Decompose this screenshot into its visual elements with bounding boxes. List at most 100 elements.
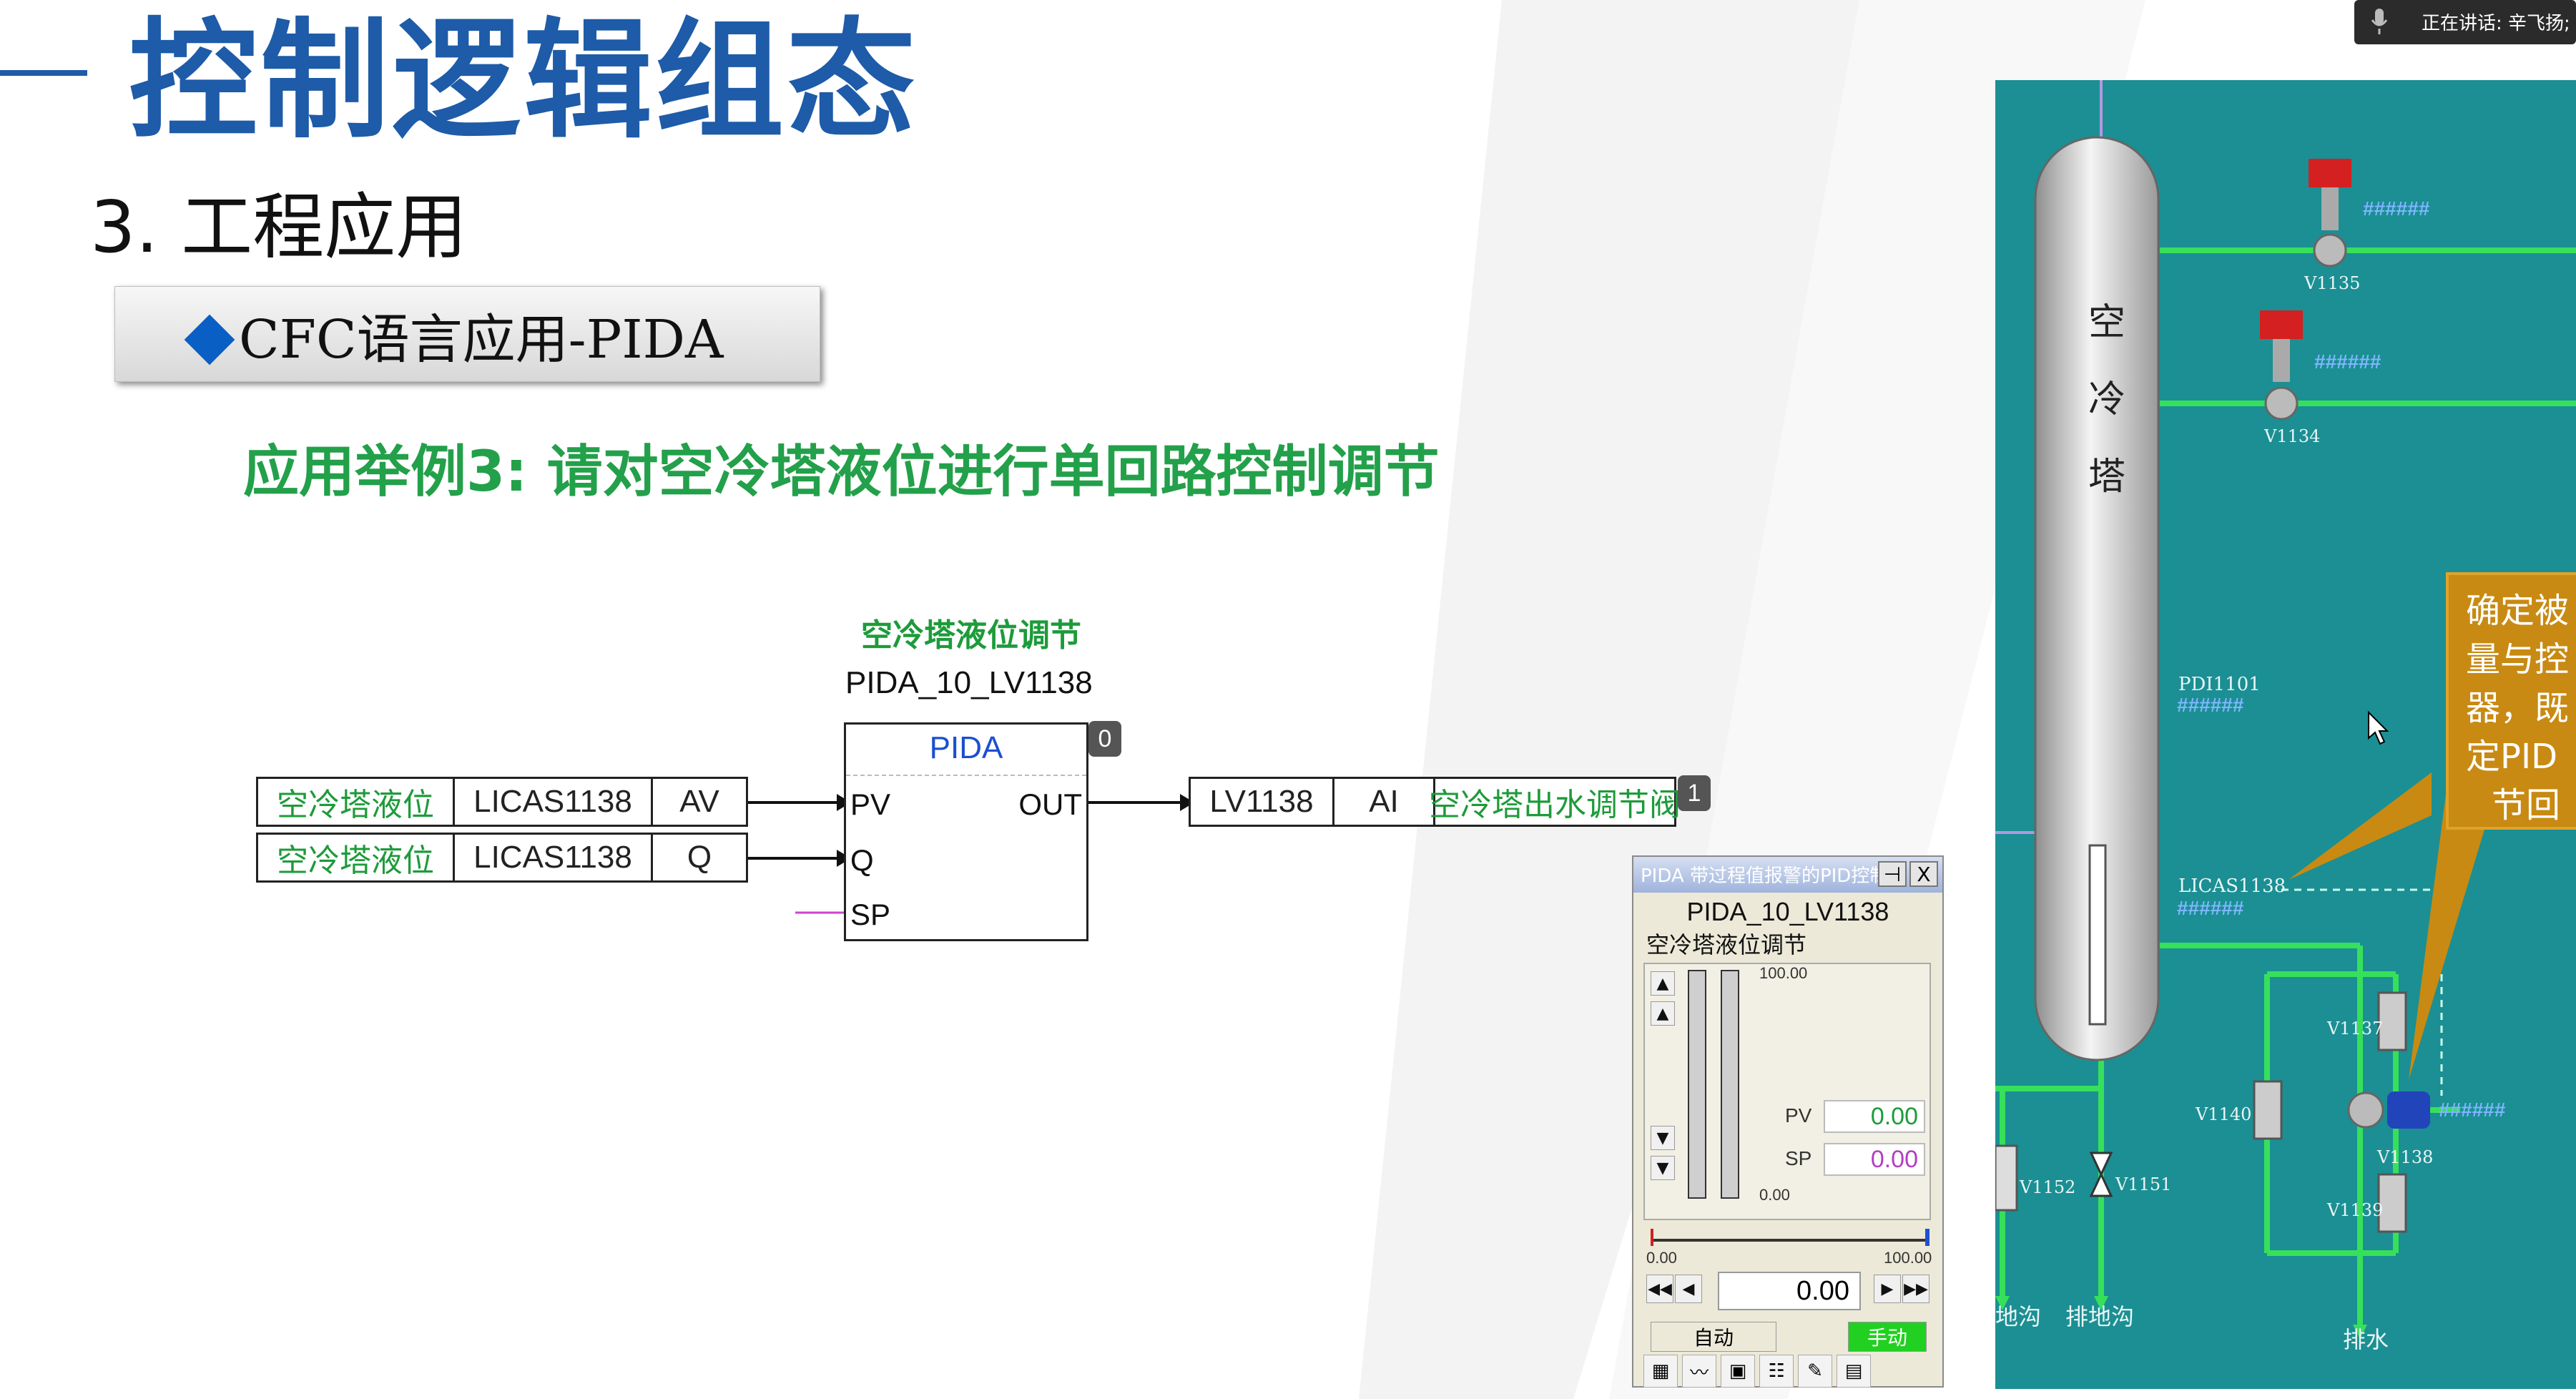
pv-label: PV [1785, 1104, 1812, 1126]
scroll-top-icon[interactable]: ▲ [1651, 971, 1675, 996]
parameters-icon[interactable]: ☷ [1759, 1355, 1794, 1388]
pin-icon[interactable]: ⊣ [1878, 861, 1907, 887]
annotation-callout: 确定被 量与控 器，既 定PID 节回 [2446, 572, 2576, 830]
input-1-item[interactable]: AV [651, 777, 748, 827]
decrease-icon[interactable]: ◀ [1675, 1275, 1702, 1303]
valve-v1138-icon [2347, 1091, 2430, 1129]
tag-pdi1101: PDI1101 [2178, 674, 2261, 695]
output-slider[interactable] [1651, 1223, 1929, 1252]
input-2-tag[interactable]: LICAS1138 [453, 833, 653, 883]
title-dash [0, 70, 87, 76]
pv-value: 0.00 [1824, 1100, 1925, 1133]
valve-label-v1151: V1151 [2115, 1174, 2172, 1194]
callout-pointer [2409, 772, 2489, 1080]
increase-icon[interactable]: ▶ [1874, 1275, 1901, 1303]
output-tag[interactable]: LV1138 [1189, 777, 1334, 827]
callout-line-1: 确定被 [2466, 591, 2570, 631]
topic-banner [114, 286, 820, 382]
scroll-down-icon[interactable]: ▼ [1651, 1126, 1675, 1150]
tune-icon[interactable]: ✎ [1798, 1355, 1832, 1388]
sp-bar [1721, 970, 1739, 1199]
valve-label-v1139: V1139 [2327, 1200, 2384, 1220]
faceplate-tag: PIDA_10_LV1138 [1686, 897, 1889, 926]
fast-increase-icon[interactable]: ▶▶ [1902, 1275, 1929, 1303]
pin-out[interactable]: OUT [1018, 787, 1082, 821]
callout-pointer-2 [2289, 772, 2432, 880]
output-index-badge: 1 [1678, 775, 1711, 811]
pid-faceplate-window[interactable]: PIDA 带过程值报警的PID控制 ⊣ X PIDA_10_LV1138 空冷塔… [1632, 855, 1944, 1388]
pida-function-block[interactable]: PIDA PV Q SP OUT [844, 722, 1088, 941]
bar-max: 100.00 [1759, 964, 1808, 982]
process-display: 空 冷 塔 ###### ###### ###### ###### ######… [1995, 80, 2576, 1389]
pin-q[interactable]: Q [850, 843, 874, 877]
tower-char-1: 空 [2088, 301, 2126, 344]
display-icon[interactable]: ▣ [1721, 1355, 1755, 1388]
example-heading: 应用举例3: 请对空冷塔液位进行单回路控制调节 [243, 440, 1440, 504]
book-icon[interactable]: ▤ [1837, 1355, 1871, 1388]
scroll-bottom-icon[interactable]: ▼ [1651, 1156, 1675, 1180]
output-item[interactable]: AI [1332, 777, 1435, 827]
page-title: 控制逻辑组态 [129, 6, 919, 156]
speaking-status: 正在讲话: 辛飞扬; [2422, 13, 2570, 34]
valve-label-v1137: V1137 [2327, 1018, 2384, 1039]
pv-bar [1688, 970, 1706, 1199]
callout-line-5: 节回 [2492, 785, 2561, 825]
valve-label-v1135: V1135 [2304, 273, 2361, 293]
drain-label-2: 排地沟 [2065, 1303, 2135, 1330]
licas1138-value: ###### [2177, 897, 2244, 919]
slider-thumb-max[interactable] [1925, 1229, 1929, 1246]
valve-label-v1134: V1134 [2264, 426, 2321, 446]
faceplate-desc: 空冷塔液位调节 [1646, 931, 1807, 958]
v1138-value: ###### [2439, 1099, 2506, 1121]
microphone-icon[interactable] [2370, 7, 2389, 36]
faceplate-title: PIDA 带过程值报警的PID控制 [1641, 865, 1889, 887]
pin-sp[interactable]: SP [850, 898, 891, 931]
tag-licas1138: LICAS1138 [2178, 875, 2286, 897]
slider-max: 100.00 [1884, 1249, 1932, 1267]
input-2-item[interactable]: Q [651, 833, 748, 883]
fast-decrease-icon[interactable]: ◀◀ [1646, 1275, 1673, 1303]
auto-mode-button[interactable]: 自动 [1651, 1322, 1776, 1352]
pin-pv[interactable]: PV [850, 787, 891, 821]
v1134-value: ###### [2314, 350, 2381, 373]
block-index-badge: 0 [1088, 721, 1121, 757]
table-icon[interactable]: ▦ [1643, 1355, 1678, 1388]
sp-label: SP [1785, 1147, 1812, 1169]
valve-v1134-icon [2260, 310, 2303, 421]
valve-label-v1138: V1138 [2377, 1147, 2434, 1167]
block-comment: 空冷塔液位调节 [861, 618, 1081, 653]
valve-label-v1140: V1140 [2196, 1104, 2252, 1124]
slider-thumb-min[interactable] [1651, 1229, 1653, 1246]
block-name: PIDA_10_LV1138 [845, 665, 1093, 700]
trend-icon[interactable]: 〰 [1682, 1355, 1716, 1388]
scroll-up-icon[interactable]: ▲ [1651, 1001, 1675, 1026]
bar-min: 0.00 [1759, 1186, 1790, 1204]
input-1-tag[interactable]: LICAS1138 [453, 777, 653, 827]
output-desc[interactable]: 空冷塔出水调节阀 [1429, 777, 1681, 827]
v1135-value: ###### [2363, 197, 2430, 220]
drain-label-1: 地沟 [1995, 1303, 2042, 1330]
manual-mode-button[interactable]: 手动 [1848, 1322, 1927, 1352]
output-input[interactable]: 0.00 [1718, 1272, 1861, 1310]
process-graphics [1995, 80, 2576, 1339]
drain-label-3: 排水 [2343, 1326, 2389, 1353]
slider-min: 0.00 [1646, 1249, 1677, 1267]
mouse-cursor-icon [2368, 711, 2389, 745]
valve-label-v1152: V1152 [2020, 1177, 2076, 1197]
sp-value[interactable]: 0.00 [1824, 1143, 1925, 1176]
pdi1101-value: ###### [2177, 694, 2244, 716]
faceplate-display: ▲ ▲ ▼ ▼ 100.00 0.00 PV 0.00 SP 0.00 [1643, 963, 1931, 1220]
input-1-desc[interactable]: 空冷塔液位 [256, 777, 455, 827]
callout-line-4: 定PID [2466, 737, 2558, 777]
meeting-status-bar [2354, 0, 2576, 44]
valve-v1135-icon [2309, 159, 2351, 267]
callout-line-3: 器，既 [2466, 688, 2570, 728]
block-type: PIDA [929, 730, 1003, 765]
banner-label: CFC语言应用-PIDA [239, 309, 724, 370]
tower-char-2: 冷 [2088, 378, 2126, 421]
section-subtitle: 3. 工程应用 [90, 185, 468, 269]
input-2-desc[interactable]: 空冷塔液位 [256, 833, 455, 883]
tower-char-3: 塔 [2088, 456, 2126, 499]
callout-line-2: 量与控 [2466, 639, 2570, 679]
close-icon[interactable]: X [1909, 861, 1938, 887]
